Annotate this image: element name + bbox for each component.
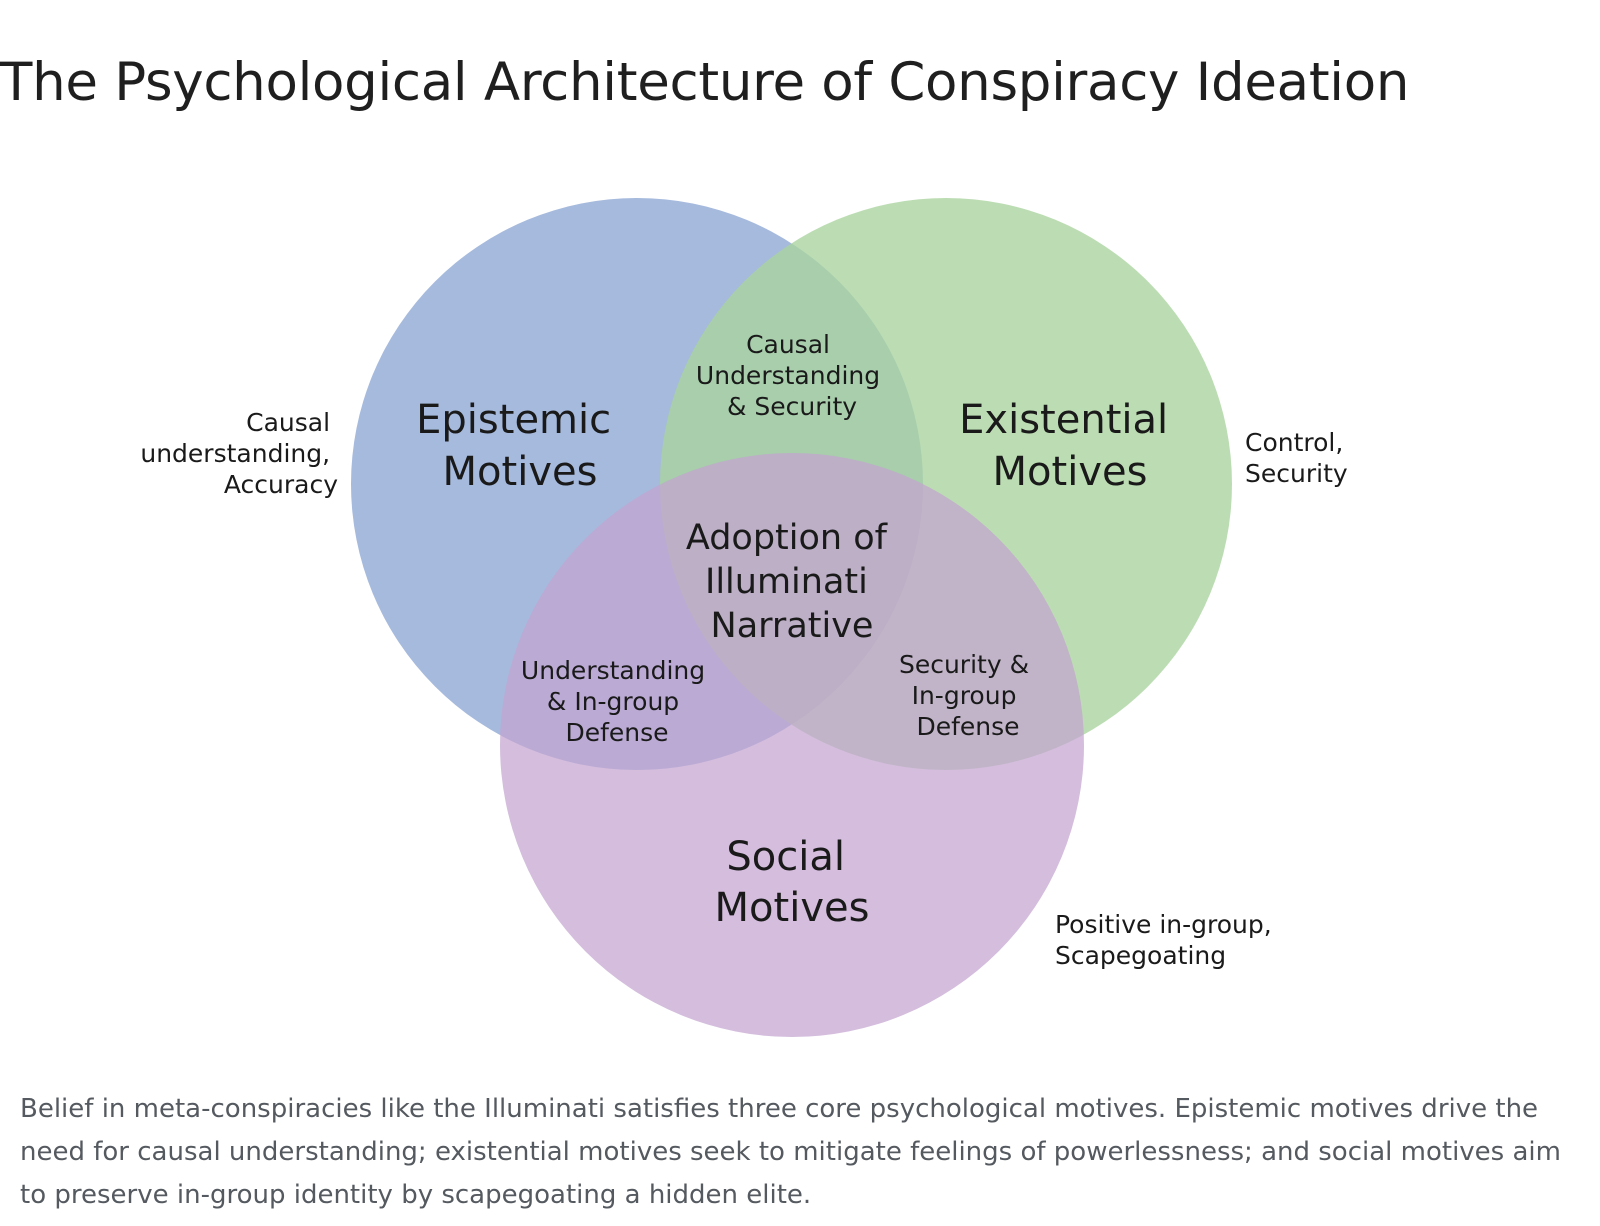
social-annotation: Positive in-group, Scapegoating — [1055, 910, 1280, 970]
epistemic-social-overlap-label: Understanding & In-group Defense — [521, 656, 713, 747]
page-title: The Psychological Architecture of Conspi… — [0, 52, 1410, 113]
venn-diagram: Epistemic Motives Existential Motives So… — [140, 198, 1351, 1037]
social-circle — [500, 453, 1084, 1037]
existential-annotation: Control, Security — [1245, 428, 1351, 488]
existential-label: Existential Motives — [959, 397, 1181, 495]
epistemic-label: Epistemic Motives — [416, 397, 624, 495]
existential-social-overlap-label: Security & In-group Defense — [899, 650, 1037, 741]
social-label: Social Motives — [715, 834, 870, 931]
center-overlap-label: Adoption of Illuminati Narrative — [686, 518, 898, 646]
epistemic-annotation: Causal understanding, Accuracy — [140, 408, 338, 499]
epistemic-existential-overlap-label: Causal Understanding & Security — [696, 330, 888, 421]
venn-circles — [351, 198, 1232, 1037]
figure-caption: Belief in meta-conspiracies like the Ill… — [20, 1094, 1561, 1210]
